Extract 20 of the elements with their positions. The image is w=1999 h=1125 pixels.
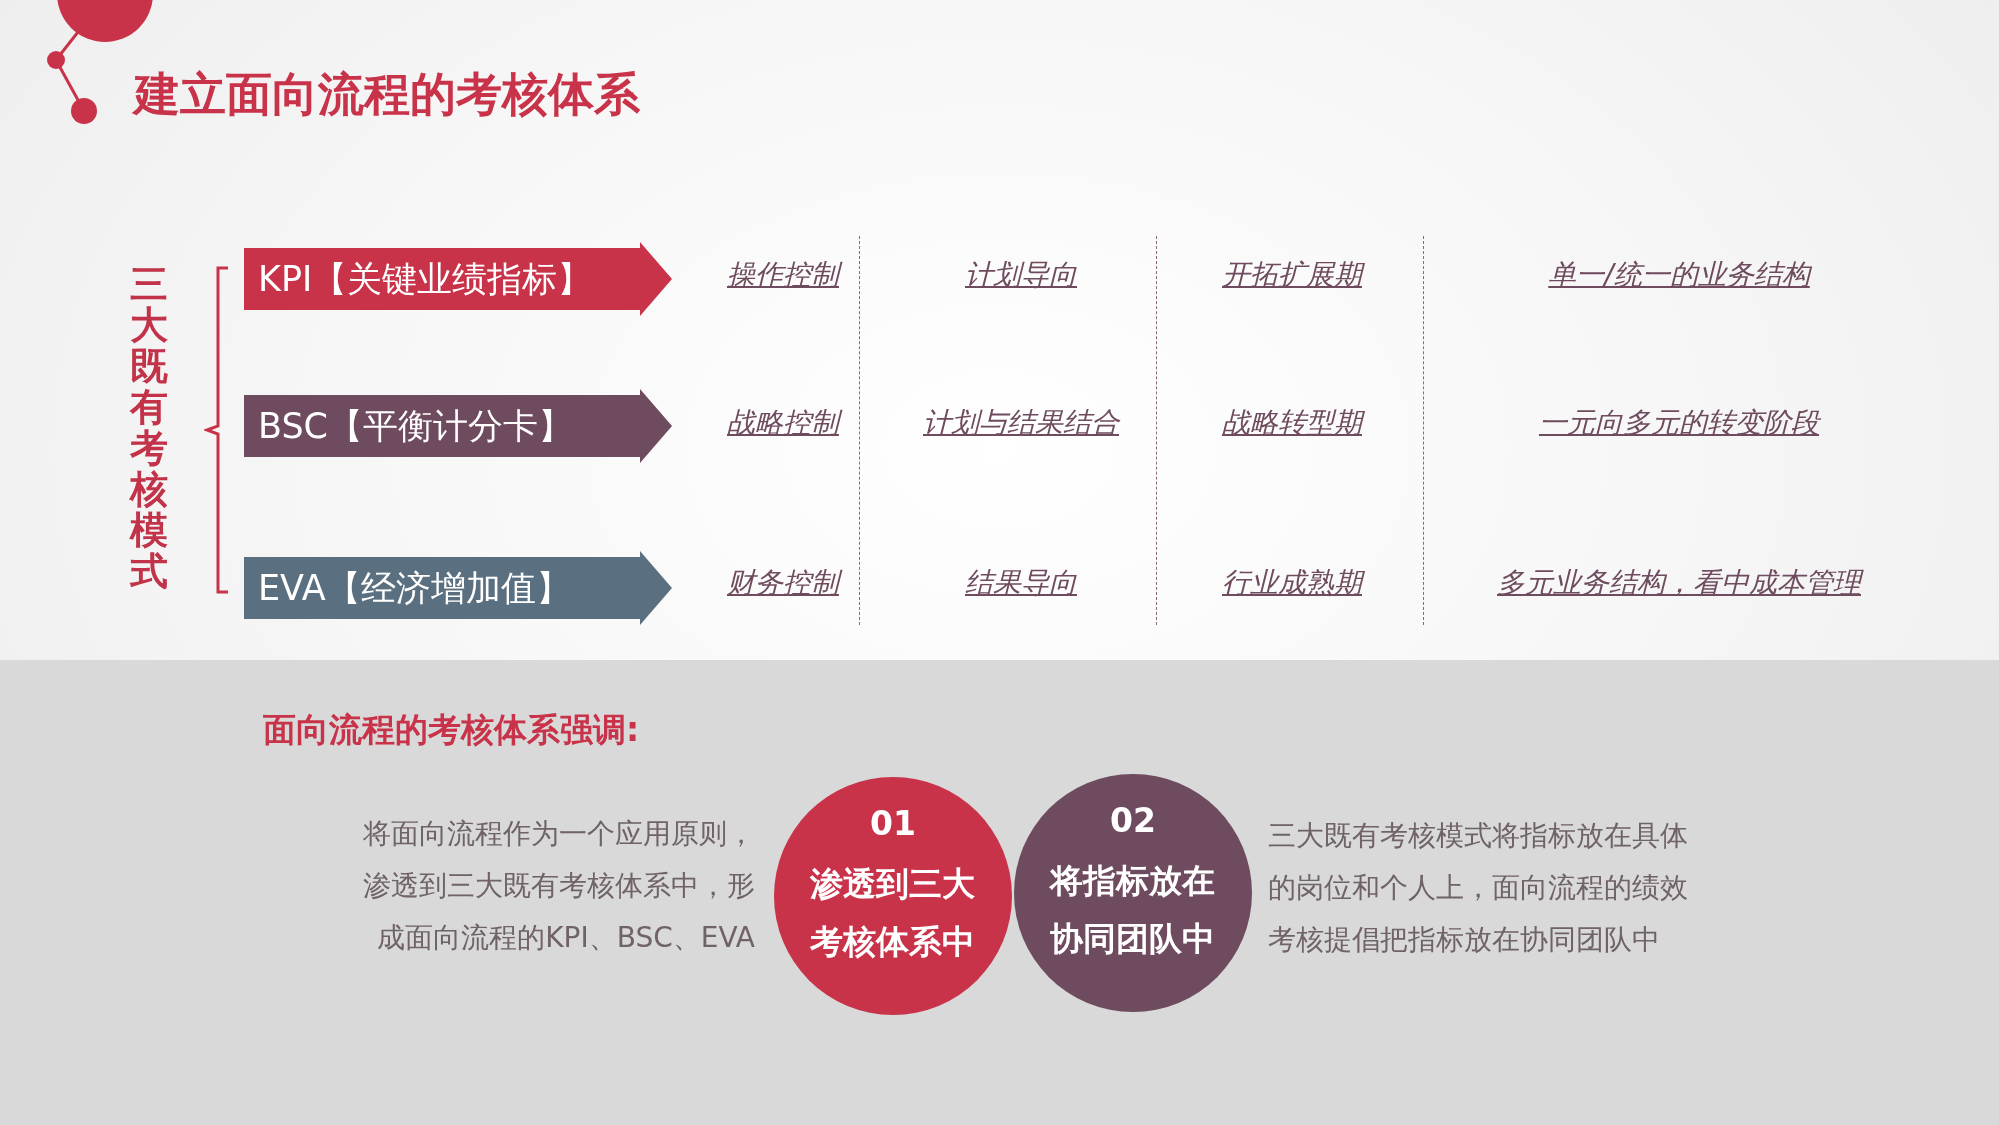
circle-text: 将指标放在协同团队中 [1048,860,1217,960]
description-text: 三大既有考核模式将指标放在具体的岗位和个人上，面向流程的绩效考核提倡把指标放在协同团队中 [1268,818,1689,958]
underlined-term: 计划与结果结合 [923,405,1119,441]
arrow-banner [244,242,672,316]
section-heading: 面向流程的考核体系强调: [263,709,640,751]
banner-label: KPI【关键业绩指标】 [258,258,593,301]
banner-label: BSC【平衡计分卡】 [258,405,574,448]
vertical-heading: 三大既有考核模式 [129,264,169,592]
step-number: 02 [1110,800,1156,842]
underlined-term: 计划导向 [965,257,1077,293]
underlined-term: 一元向多元的转变阶段 [1539,405,1819,441]
underlined-term: 单一/统一的业务结构 [1548,257,1810,293]
slide-title: 建立面向流程的考核体系 [134,66,640,123]
arrow-banner [244,389,672,463]
step-number: 01 [870,803,916,845]
underlined-term: 结果导向 [965,565,1077,601]
banner-label: EVA【经济增加值】 [258,567,571,610]
circle-text: 渗透到三大考核体系中 [809,863,977,963]
description-text: 将面向流程作为一个应用原则，渗透到三大既有考核体系中，形成面向流程的KPI、BSC、EVA [362,816,755,956]
arrow-banner [244,551,672,625]
